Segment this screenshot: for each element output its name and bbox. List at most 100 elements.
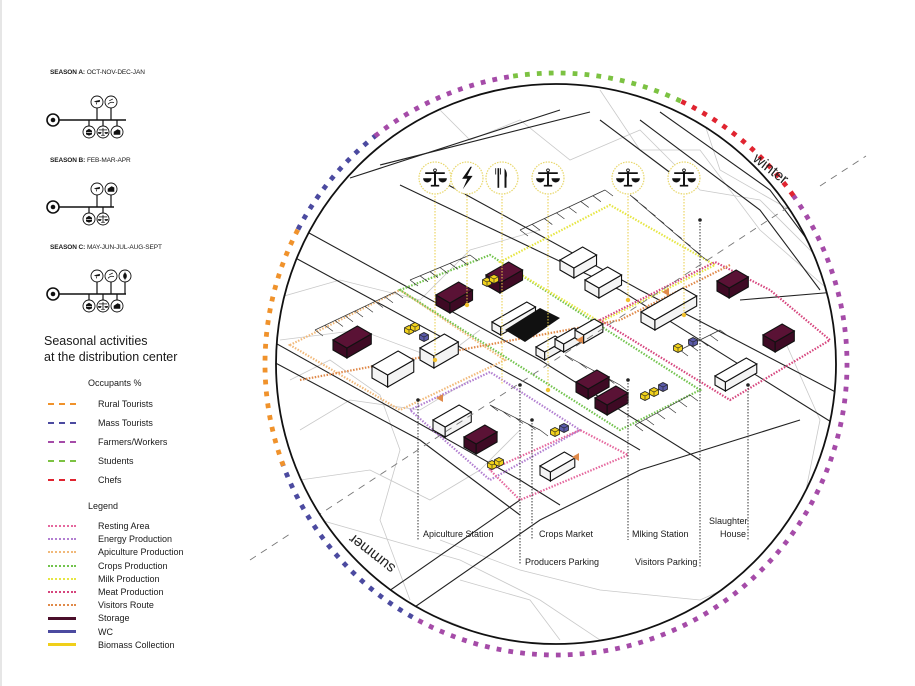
ring-dot	[782, 539, 790, 546]
ring-dot	[543, 652, 549, 658]
storage-building	[574, 369, 611, 400]
occupant-swatch	[48, 460, 76, 462]
occupants-title: Occupants %	[88, 378, 142, 388]
crops-zone	[397, 253, 703, 432]
ring-dot	[844, 350, 850, 356]
biomass-collection-marker	[550, 427, 560, 437]
biomass-collection-marker	[494, 457, 504, 467]
ring-dot	[358, 577, 366, 585]
ring-dot	[484, 643, 491, 650]
biomass-collection-marker	[410, 322, 420, 332]
ring-dot	[721, 123, 728, 131]
legend-swatch	[48, 551, 76, 554]
ring-dot	[711, 116, 719, 124]
legend-item: Energy Production	[48, 533, 172, 545]
legend-label: WC	[98, 626, 113, 637]
parking-row	[519, 189, 614, 237]
road-edge	[349, 109, 561, 179]
occupant-swatch	[48, 422, 76, 424]
buildings	[331, 246, 796, 482]
ring-dot	[283, 471, 291, 479]
ring-dot	[307, 203, 315, 211]
ring-dot	[491, 76, 498, 83]
ring-dot	[314, 193, 322, 201]
road-edge	[399, 184, 836, 441]
ring-dot	[288, 482, 295, 490]
legend-swatch	[48, 577, 76, 580]
ring-dot	[427, 623, 435, 631]
ring-dot	[835, 291, 842, 298]
legend-label: Storage	[98, 613, 130, 624]
occupant-swatch	[48, 441, 76, 443]
route-arrow-icon	[436, 394, 443, 402]
terrain-contours	[276, 89, 836, 641]
road-edge	[339, 499, 521, 626]
ring-dot	[796, 519, 803, 527]
ring-dot	[387, 599, 394, 607]
legend-label: Resting Area	[98, 521, 150, 531]
building	[370, 350, 415, 388]
ring-dot	[424, 99, 431, 107]
milk-zone	[497, 203, 718, 324]
legend-item: Resting Area	[48, 520, 150, 532]
activity-icon-badge	[485, 161, 519, 195]
ring-dot	[413, 105, 420, 112]
parking-row	[314, 291, 404, 337]
road-edge	[299, 227, 701, 461]
season-b-label: SEASON B:	[50, 157, 86, 164]
heading-line-1: Seasonal activities	[44, 334, 148, 348]
ring-dot	[336, 165, 344, 173]
road-edge	[379, 111, 591, 166]
label-visitors-parking: Visitors Parking	[635, 557, 698, 567]
storage-building	[761, 323, 796, 353]
ring-dot	[367, 585, 375, 593]
road-edge	[359, 419, 801, 644]
page-edge-divider	[0, 0, 2, 686]
ring-dot	[731, 589, 739, 597]
storage-building	[593, 385, 630, 416]
ring-dot	[614, 645, 621, 652]
ring-dot	[353, 148, 361, 156]
ring-dot	[797, 203, 805, 211]
ring-dot	[275, 449, 282, 456]
contour-line	[276, 229, 541, 301]
legend-item: Meat Production	[48, 586, 164, 598]
ring-dot	[626, 642, 633, 649]
ring-dot	[461, 637, 468, 644]
ring-dot	[344, 156, 352, 164]
ring-dot	[781, 180, 789, 188]
building	[418, 333, 460, 369]
ring-dot	[305, 514, 312, 521]
contour-line	[299, 429, 521, 501]
facility-markers	[404, 274, 698, 470]
ring-dot	[844, 362, 850, 368]
ring-dot	[741, 582, 748, 589]
fork-knife-icon	[495, 168, 507, 188]
scale-icon	[536, 168, 560, 187]
ring-dot	[680, 99, 687, 106]
ring-dot	[842, 326, 848, 333]
ring-dot	[362, 140, 370, 148]
ring-dot	[299, 503, 306, 511]
legend-swatch	[48, 564, 76, 567]
ring-dot	[788, 190, 796, 198]
ring-dot	[840, 410, 846, 416]
label-apiculture-station: Apiculture Station	[423, 529, 494, 539]
ring-dot	[265, 319, 271, 326]
building	[431, 404, 473, 438]
biomass-collection-marker	[649, 387, 659, 397]
ring-dot	[815, 235, 822, 242]
ring-dot	[757, 154, 765, 161]
ring-dot	[531, 651, 538, 657]
ring-dot	[660, 631, 667, 638]
leader-lines	[416, 196, 750, 567]
legend-label: Biomass Collection	[98, 639, 175, 650]
ring-dot	[265, 403, 271, 409]
legend-label: Milk Production	[98, 573, 160, 584]
ring-dot	[740, 138, 747, 145]
occupant-label: Farmers/Workers	[98, 437, 168, 447]
ring-dot	[293, 228, 300, 236]
storage-building	[462, 424, 499, 455]
ring-dot	[789, 529, 797, 537]
honey-icon	[86, 302, 92, 310]
